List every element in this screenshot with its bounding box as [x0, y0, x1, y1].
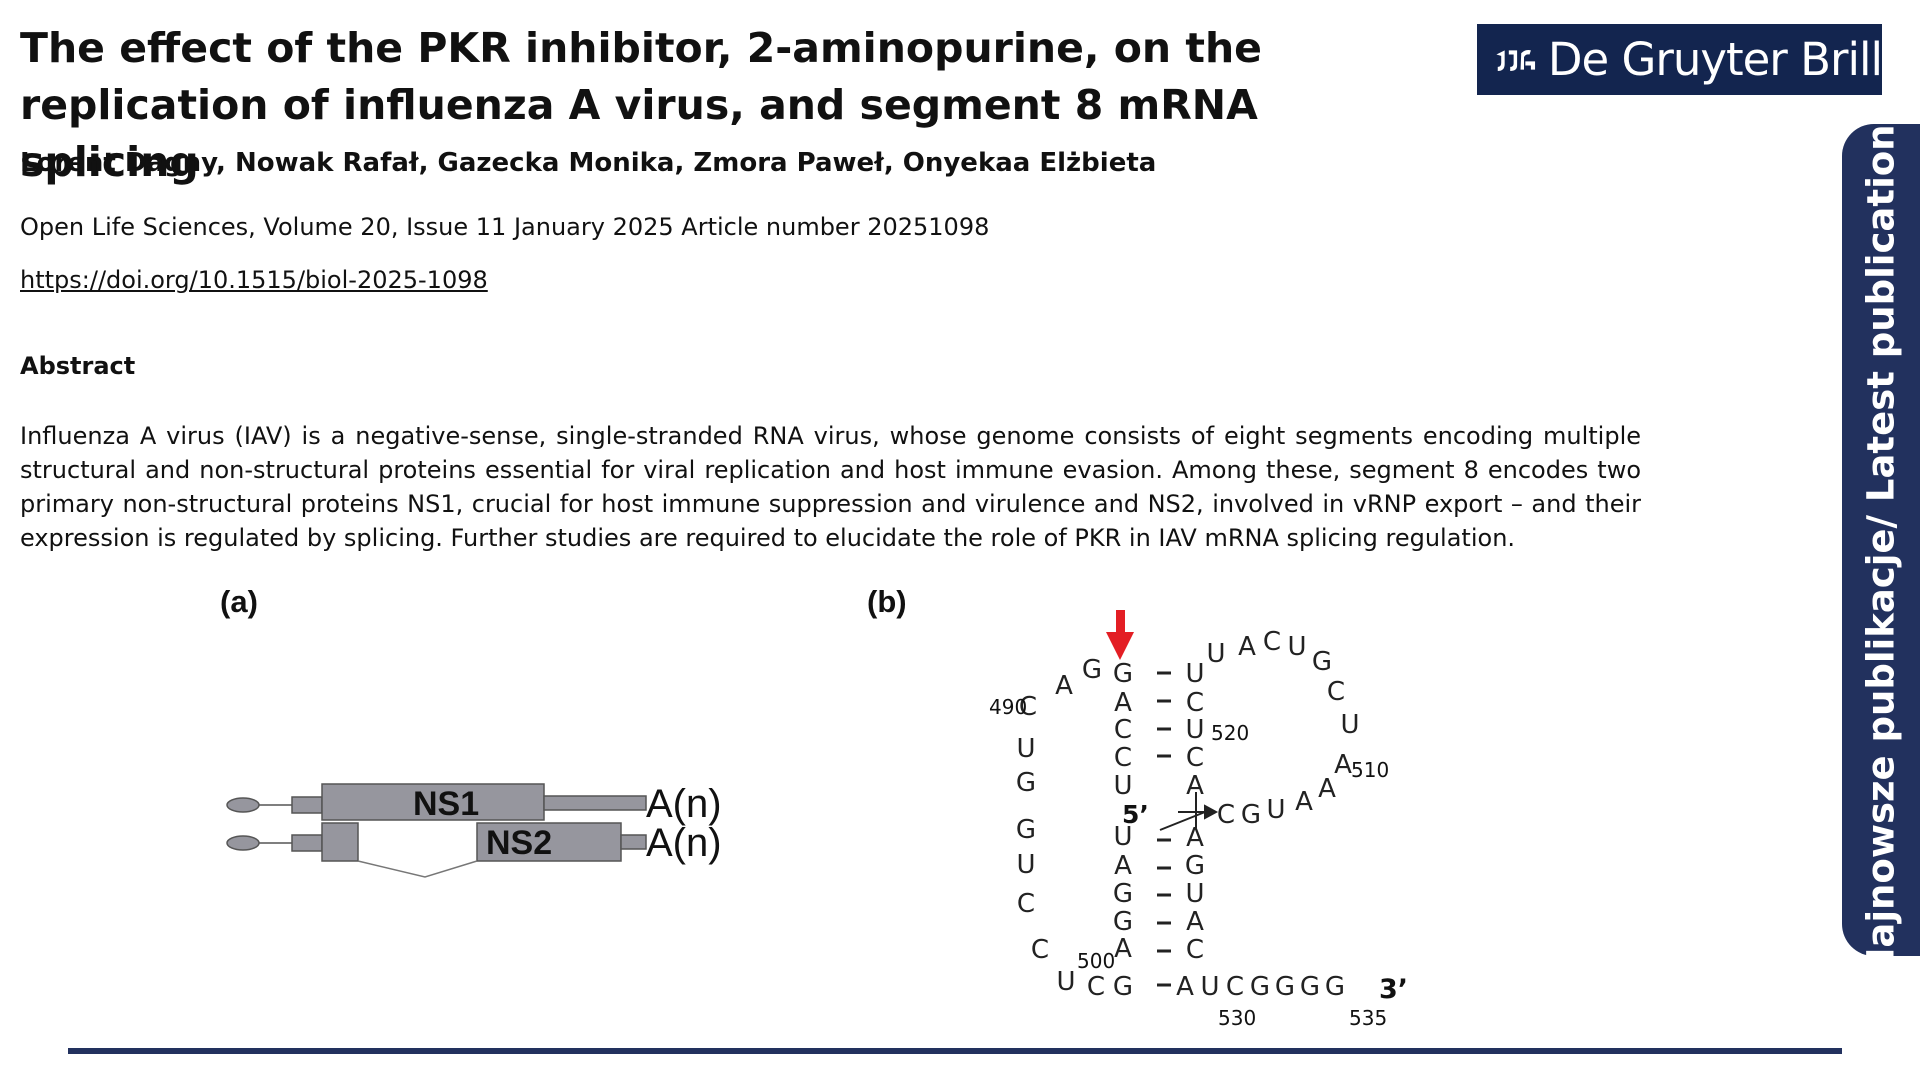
nucleotide: A: [1238, 632, 1256, 662]
nucleotide: A: [1186, 907, 1204, 937]
abstract-heading: Abstract: [20, 352, 136, 380]
nucleotide: A: [1114, 851, 1132, 881]
nucleotide: C: [1114, 743, 1132, 773]
nucleotide: C: [1186, 688, 1204, 718]
nucleotide: G: [1113, 907, 1133, 937]
ns1-exon-box: [321, 783, 545, 821]
nucleotide: C: [1186, 743, 1204, 773]
polya-label-ns2: A(n): [646, 821, 722, 865]
position-label: 510: [1351, 758, 1389, 782]
nucleotide: C: [1263, 627, 1281, 657]
cap-icon: [226, 797, 260, 813]
publisher-logo-mark-icon: [1496, 49, 1536, 71]
nucleotide: U: [1340, 710, 1359, 740]
footer-divider: [68, 1048, 1842, 1054]
nucleotide: C: [1031, 935, 1049, 965]
ns2-exon1-box: [321, 822, 359, 862]
nucleotide: C: [1019, 692, 1037, 722]
strand-connector: [1159, 792, 1219, 831]
nucleotide: C: [1186, 935, 1204, 965]
nucleotide: G: [1185, 851, 1205, 881]
base-pair-bonds: [1157, 671, 1171, 987]
ns2-exon2-box: [476, 822, 622, 862]
ns1-label: NS1: [413, 785, 479, 823]
abstract-text: Influenza A virus (IAV) is a negative-se…: [20, 422, 1641, 552]
nucleotide: G: [1250, 972, 1270, 1002]
latest-publications-tab[interactable]: [1842, 124, 1920, 956]
nucleotide: G: [1241, 800, 1261, 830]
nucleotide: A: [1295, 787, 1313, 817]
nucleotide: U: [1113, 822, 1132, 852]
splice-junction: [357, 860, 478, 878]
position-label: 490: [989, 695, 1027, 719]
panel-a-label: (a): [220, 584, 258, 619]
latest-publications-tab-label: Najnowsze publikacje/ Latest publication…: [1859, 101, 1903, 979]
nucleotide: C: [1114, 715, 1132, 745]
nucleotide: U: [1185, 659, 1204, 689]
latest-publications-tab-label-wrap: Najnowsze publikacje/ Latest publication…: [1842, 102, 1920, 978]
nucleotide: C: [1217, 800, 1235, 830]
nucleotide: A: [1318, 774, 1336, 804]
nucleotide: C: [1017, 889, 1035, 919]
nucleotide: A: [1114, 934, 1132, 964]
nucleotide: A: [1186, 823, 1204, 853]
nucleotide: A: [1055, 671, 1073, 701]
nucleotide: U: [1185, 879, 1204, 909]
publisher-logo[interactable]: De Gruyter Brill: [1477, 24, 1883, 95]
nucleotide: G: [1016, 815, 1036, 845]
nucleotide: A: [1186, 771, 1204, 801]
position-label: 530: [1218, 1006, 1256, 1030]
three-prime-end-label: 3’: [1379, 974, 1408, 1005]
position-label: 500: [1077, 949, 1115, 973]
nucleotide: G: [1275, 972, 1295, 1002]
nucleotide: G: [1016, 768, 1036, 798]
nucleotide: U: [1266, 795, 1285, 825]
nucleotide: G: [1113, 659, 1133, 689]
journal-citation: Open Life Sciences, Volume 20, Issue 11 …: [20, 213, 990, 241]
nucleotide: U: [1056, 967, 1075, 997]
ns2-label: NS2: [486, 824, 552, 862]
splice-site-arrow-icon: [1106, 610, 1134, 660]
position-label: 535: [1349, 1006, 1387, 1030]
panel-b-label: (b): [867, 584, 907, 619]
article-authors: Lorent Dagny, Nowak Rafał, Gazecka Monik…: [20, 148, 1157, 178]
nucleotide: C: [1327, 677, 1345, 707]
nucleotide: G: [1113, 972, 1133, 1002]
nucleotide: U: [1185, 715, 1204, 745]
five-prime-end-label: 5’: [1122, 800, 1149, 829]
nucleotide: U: [1206, 639, 1225, 669]
nucleotide: C: [1226, 972, 1244, 1002]
nucleotide: G: [1325, 972, 1345, 1002]
ns-gene-diagram: [226, 783, 647, 878]
nucleotide: A: [1334, 750, 1352, 780]
nucleotide: U: [1287, 632, 1306, 662]
nucleotide: A: [1114, 688, 1132, 718]
nucleotide: U: [1113, 771, 1132, 801]
nucleotide: C: [1087, 972, 1105, 1002]
polya-label-ns1: A(n): [646, 782, 722, 826]
nucleotide: G: [1300, 972, 1320, 1002]
nucleotide: G: [1113, 879, 1133, 909]
nucleotide: U: [1016, 850, 1035, 880]
nucleotide: U: [1016, 734, 1035, 764]
nucleotide: G: [1312, 647, 1332, 677]
doi-link[interactable]: https://doi.org/10.1515/biol-2025-1098: [20, 266, 488, 294]
publisher-logo-text: De Gruyter Brill: [1547, 33, 1883, 86]
nucleotide: G: [1082, 655, 1102, 685]
article-title: The effect of the PKR inhibitor, 2-amino…: [20, 24, 1262, 186]
cap-icon: [226, 835, 260, 851]
position-label: 520: [1211, 721, 1249, 745]
nucleotide: A: [1176, 972, 1194, 1002]
nucleotide: U: [1200, 972, 1219, 1002]
